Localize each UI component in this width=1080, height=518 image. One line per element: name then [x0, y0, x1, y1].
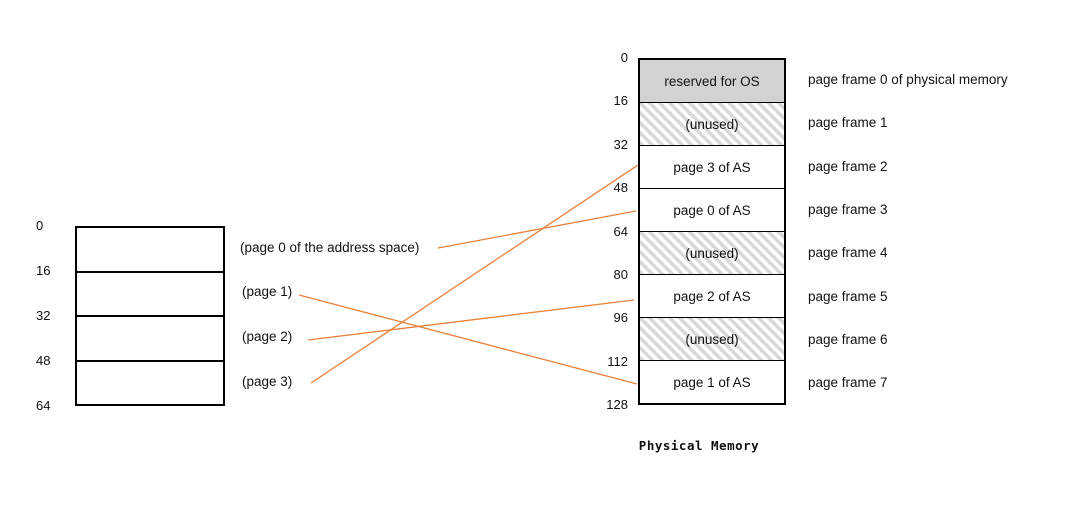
memory-frame-0: reserved for OS: [640, 60, 784, 102]
address-space-page-row: [77, 359, 223, 405]
address-space-box: [75, 226, 225, 406]
pm-tick-112: 112: [607, 354, 628, 369]
pm-tick-16: 16: [613, 93, 628, 108]
memory-frame-6: (unused): [640, 317, 784, 360]
frame-6-annotation: page frame 6: [808, 332, 888, 347]
pm-tick-0: 0: [620, 50, 628, 65]
pm-tick-80: 80: [613, 267, 628, 282]
page-3-label: (page 3): [242, 374, 293, 389]
physical-memory-caption: Physical Memory: [638, 438, 760, 453]
pm-tick-128: 128: [606, 397, 628, 412]
pm-tick-96: 96: [613, 310, 628, 325]
pm-tick-48: 48: [613, 180, 628, 195]
memory-frame-3: page 0 of AS: [640, 188, 784, 231]
memory-frame-5: page 2 of AS: [640, 274, 784, 317]
page-1-label: (page 1): [242, 284, 293, 299]
frame-3-annotation: page frame 3: [808, 202, 888, 217]
page-0-label: (page 0 of the address space): [240, 240, 420, 255]
as-tick-0: 0: [36, 218, 44, 233]
address-space-page-row: [77, 315, 223, 360]
as-tick-16: 16: [36, 263, 51, 278]
frame-0-annotation: page frame 0 of physical memory: [808, 72, 1008, 87]
frame-7-annotation: page frame 7: [808, 375, 888, 390]
address-space-page-row: [77, 270, 223, 316]
pm-tick-64: 64: [613, 224, 628, 239]
frame-2-annotation: page frame 2: [808, 159, 888, 174]
physical-memory-box: reserved for OS (unused) page 3 of AS pa…: [638, 58, 786, 405]
as-tick-64: 64: [36, 398, 51, 413]
memory-frame-1: (unused): [640, 102, 784, 145]
pm-tick-32: 32: [613, 137, 628, 152]
as-tick-48: 48: [36, 353, 51, 368]
address-space-page-row: [77, 228, 223, 271]
as-tick-32: 32: [36, 308, 51, 323]
frame-4-annotation: page frame 4: [808, 245, 888, 260]
frame-5-annotation: page frame 5: [808, 289, 888, 304]
frame-1-annotation: page frame 1: [808, 115, 888, 130]
memory-frame-4: (unused): [640, 231, 784, 274]
memory-frame-2: page 3 of AS: [640, 145, 784, 188]
page-2-label: (page 2): [242, 329, 293, 344]
memory-frame-7: page 1 of AS: [640, 360, 784, 403]
